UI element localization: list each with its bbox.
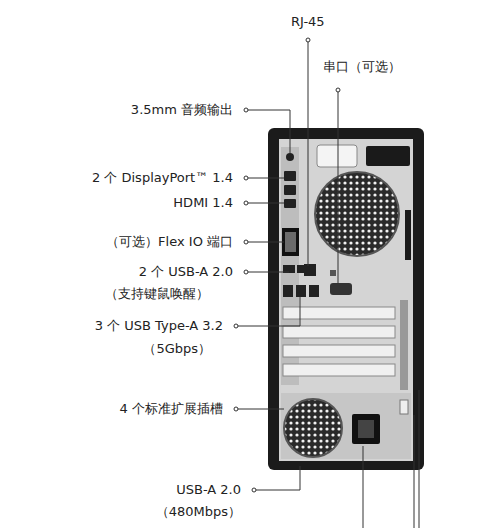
port-label: RJ-45	[290, 14, 326, 30]
port-label: 3.5mm 音频输出	[130, 102, 234, 118]
port-label: 2 个 USB-A 2.0	[138, 264, 234, 280]
port-label: 串口（可选）	[322, 59, 402, 75]
port-label: USB-A 2.0	[175, 482, 242, 498]
port-note: （5Gbps）	[142, 341, 212, 357]
port-note: （480Mbps）	[155, 504, 242, 520]
port-label: （可选）Flex IO 端口	[105, 234, 234, 250]
slot-label: 4 个标准扩展插槽	[119, 401, 224, 417]
port-label: 3 个 USB Type-A 3.2	[94, 318, 224, 334]
port-label: HDMI 1.4	[172, 195, 234, 211]
port-note: （支持键鼠唤醒）	[104, 286, 210, 302]
port-label: 2 个 DisplayPort™ 1.4	[91, 170, 234, 186]
